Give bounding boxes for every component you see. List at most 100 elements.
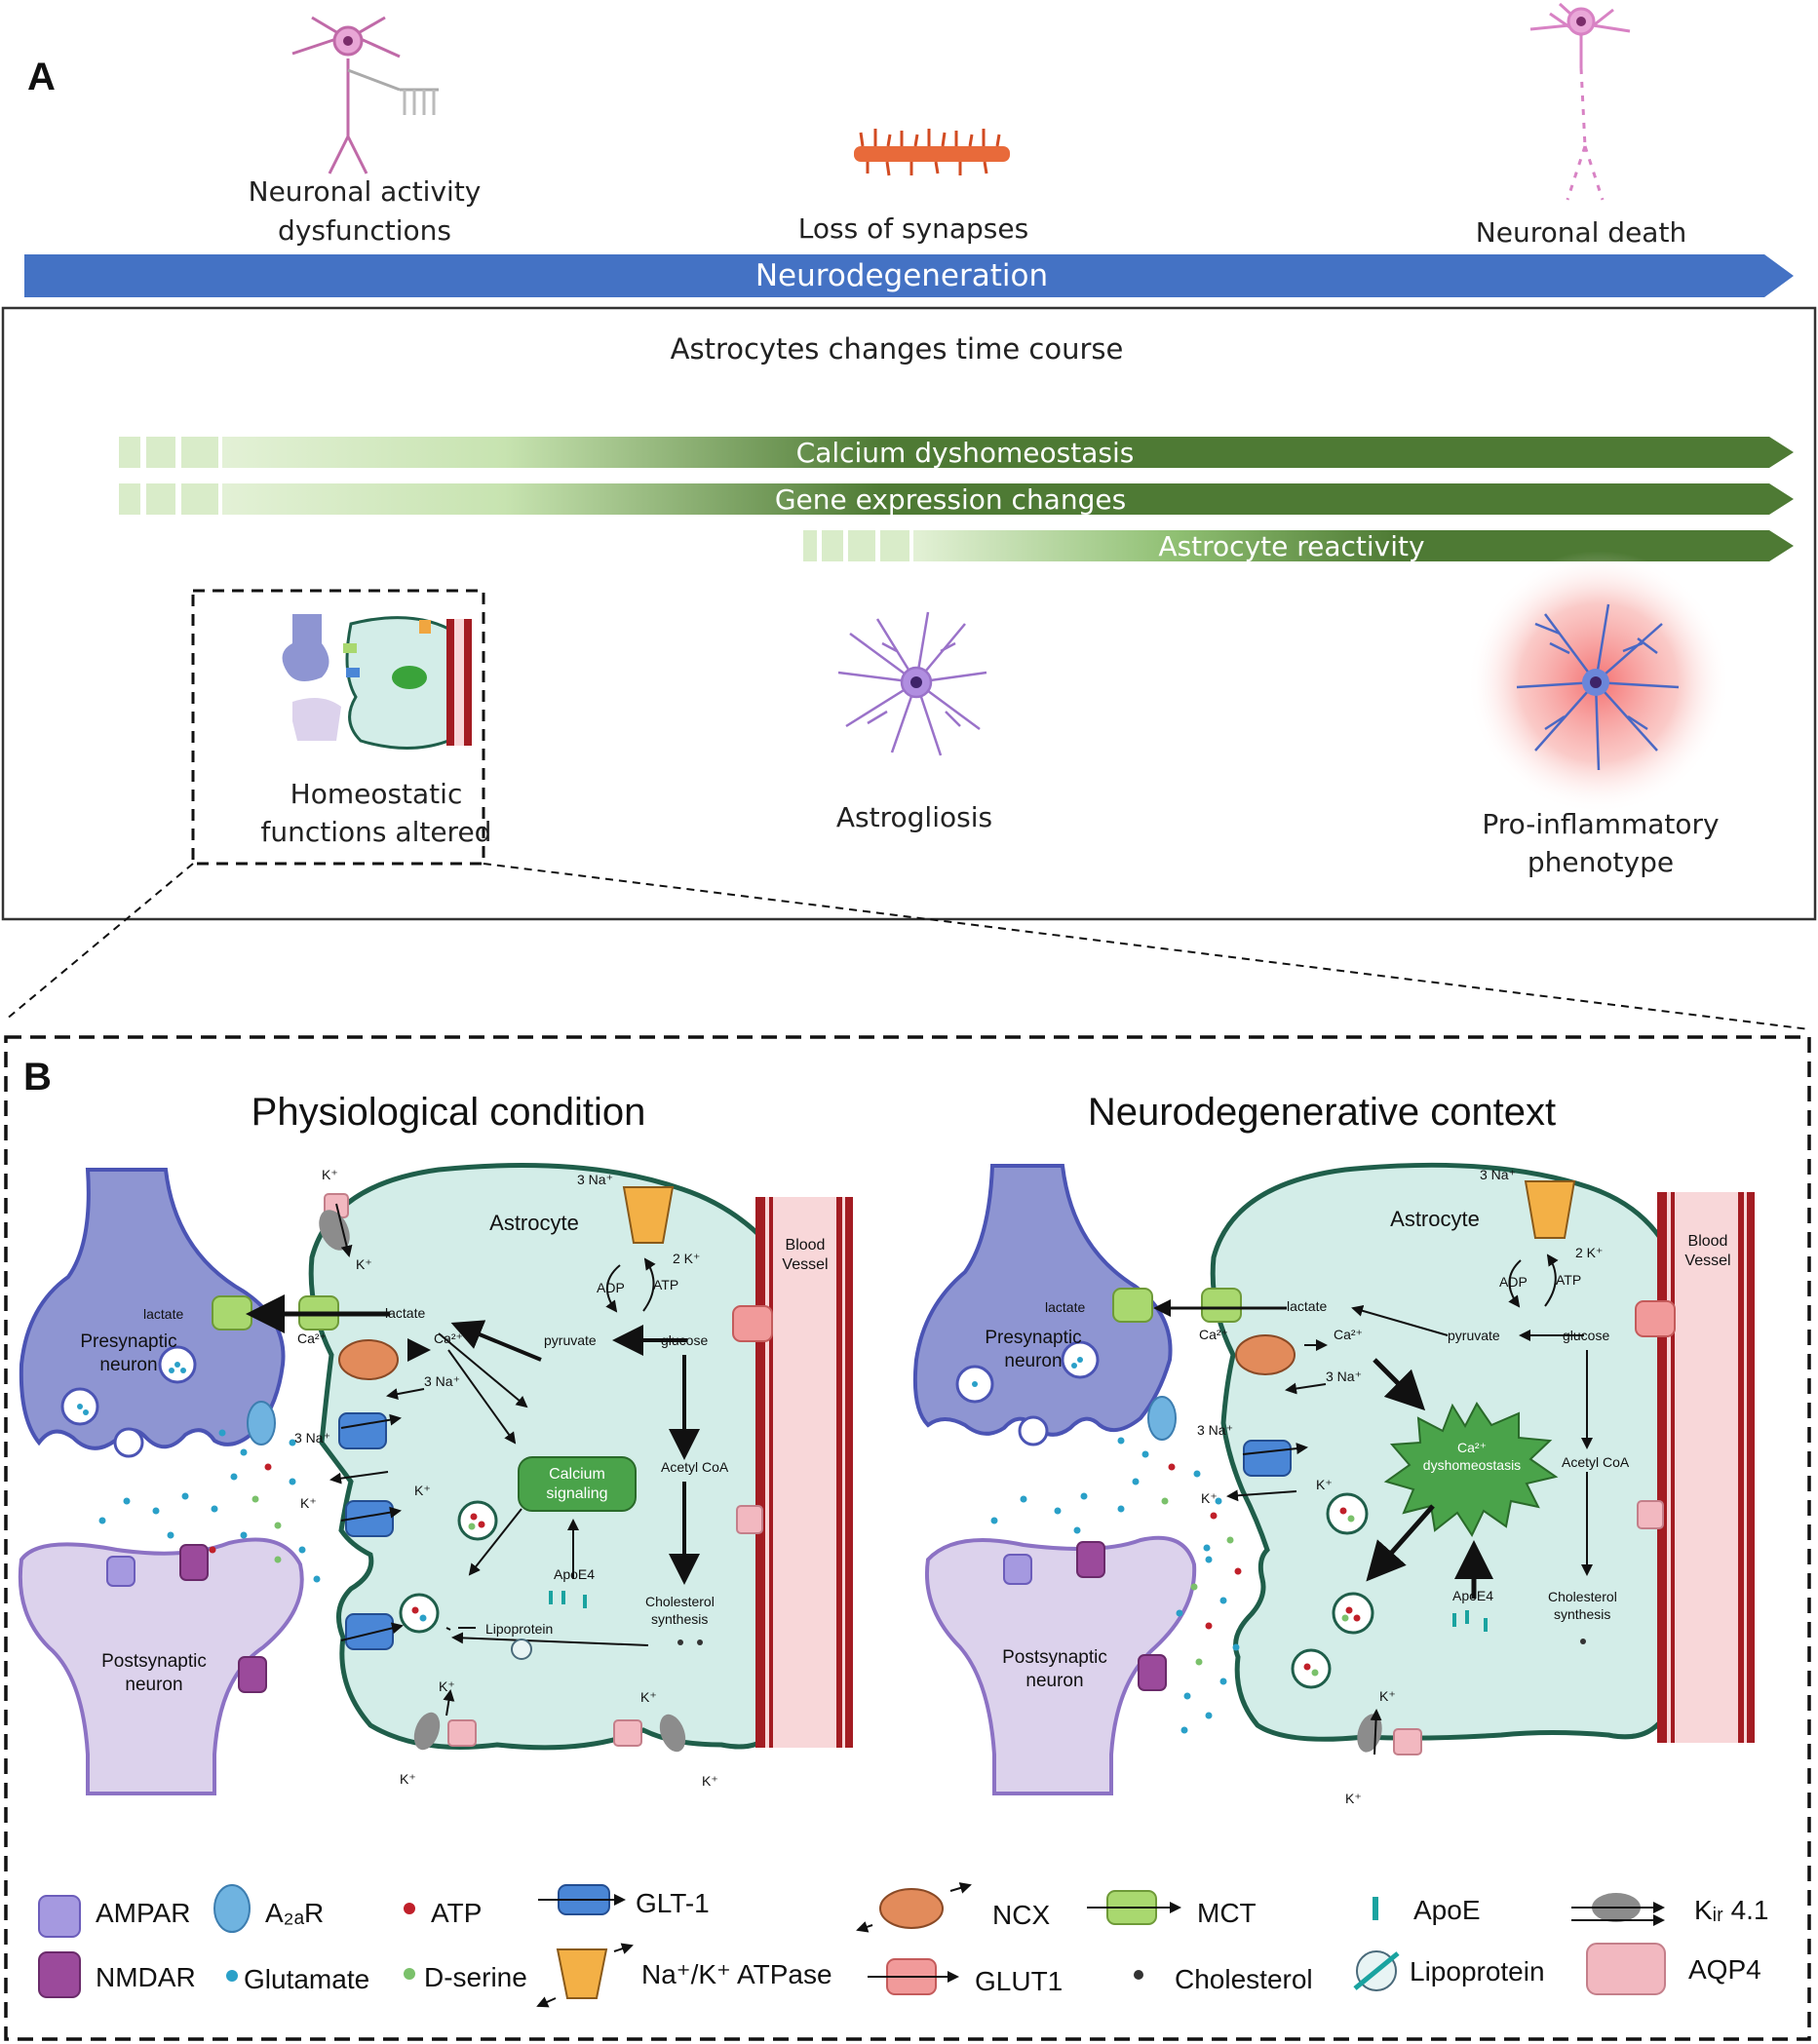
- gene-expression-arrow: [119, 483, 1794, 515]
- lipoprotein-label: Lipoprotein: [485, 1621, 553, 1637]
- apoe-legend-icon: [1373, 1897, 1378, 1920]
- atp-label-right: ATP: [1556, 1272, 1581, 1288]
- legend-dserine: D-serine: [424, 1962, 527, 1992]
- neuronal-death-icon: [1529, 2, 1631, 201]
- synaptic-cleft-particles-right: [990, 1437, 1242, 1734]
- ca-label: Ca²⁺: [297, 1331, 327, 1346]
- neuronal-activity-label-2: dysfunctions: [278, 214, 451, 247]
- astrocyte-label-right: Astrocyte: [1390, 1207, 1480, 1231]
- nmdar-receptor: [179, 1544, 209, 1581]
- legend-mct: MCT: [1197, 1898, 1257, 1928]
- astrogliosis-astrocyte-icon: [837, 611, 987, 756]
- blood-vessel-label-right-2: Vessel: [1684, 1253, 1730, 1269]
- glut1-transporter: [1635, 1300, 1676, 1337]
- calcium-signaling-label: Calcium: [549, 1466, 605, 1483]
- cholesterol-synthesis-label: Cholesterol: [645, 1594, 715, 1609]
- three-na-label-right-2: 3 Na⁺: [1326, 1369, 1362, 1384]
- legend-aqp4: AQP4: [1688, 1954, 1761, 1985]
- three-na-label: 3 Na⁺: [577, 1172, 613, 1187]
- postsynaptic-neuron-left: [18, 1537, 304, 1795]
- proinflammatory-label-2: phenotype: [1528, 846, 1674, 878]
- nmdar-receptor: [1138, 1654, 1167, 1691]
- legend-ampar: AMPAR: [96, 1898, 191, 1928]
- legend-ncx: NCX: [992, 1900, 1050, 1930]
- homeostatic-zoom-box: [191, 589, 485, 866]
- aqp4-legend-icon: [1586, 1943, 1666, 1995]
- three-na-label-2: 3 Na⁺: [424, 1373, 460, 1389]
- two-k-label-right: 2 K⁺: [1575, 1245, 1603, 1260]
- astrocyte-label-left: Astrocyte: [489, 1211, 579, 1235]
- neurodegenerative-scene: Presynaptic neuron Postsynaptic neuron A…: [912, 1162, 1755, 1806]
- glucose-label-right: glucose: [1563, 1328, 1609, 1343]
- calcium-dyshomeostasis-label: Calcium dyshomeostasis: [796, 437, 1135, 469]
- k-label-8: K⁺: [702, 1773, 718, 1789]
- legend-nmdar: NMDAR: [96, 1962, 196, 1992]
- acetyl-coa-label-right: Acetyl CoA: [1562, 1454, 1630, 1470]
- ncx-exchanger: [338, 1339, 399, 1380]
- synaptic-cleft-particles: [98, 1429, 321, 1583]
- lactate-label-astro: lactate: [385, 1305, 425, 1321]
- postsynaptic-neuron-right: [925, 1535, 1197, 1795]
- glutamate-legend-icon: [226, 1970, 238, 1982]
- homeostatic-thumbnail-icon: [282, 614, 472, 750]
- glt1-transporter: [345, 1500, 394, 1537]
- dserine-legend-icon: [404, 1968, 415, 1980]
- legend-glutamate: Glutamate: [244, 1964, 369, 1994]
- atp-label: ATP: [653, 1277, 678, 1292]
- pyruvate-label: pyruvate: [544, 1332, 597, 1348]
- gene-expression-label: Gene expression changes: [775, 483, 1126, 516]
- a2ar-receptor: [1147, 1396, 1177, 1441]
- calcium-signaling-box: [518, 1456, 637, 1512]
- panel-a-label: A: [27, 56, 56, 98]
- zoom-line-left: [5, 863, 194, 1021]
- nmdar-receptor: [1076, 1541, 1105, 1578]
- pyruvate-label-right: pyruvate: [1448, 1328, 1500, 1343]
- lactate-label-astro-right: lactate: [1287, 1298, 1327, 1314]
- mct-transporter: [212, 1295, 252, 1331]
- neurodegenerative-title: Neurodegenerative context: [1088, 1091, 1556, 1134]
- legend-a2ar: A₂ₐR: [265, 1898, 324, 1928]
- k-label-right-2: K⁺: [1201, 1490, 1218, 1506]
- cholesterol-synthesis-label-right: Cholesterol: [1548, 1589, 1617, 1604]
- ampar-receptor: [1003, 1554, 1032, 1585]
- aqp4-channel: [447, 1719, 477, 1747]
- neuronal-activity-label: Neuronal activity: [249, 175, 482, 208]
- glt1-transporter: [345, 1613, 394, 1650]
- nmdar-receptor: [238, 1656, 267, 1693]
- ca-dyshomeostasis-label-2: dyshomeostasis: [1423, 1457, 1521, 1473]
- aqp4-channel: [613, 1719, 642, 1747]
- legend-cholesterol: Cholesterol: [1175, 1964, 1313, 1994]
- k-label-right-4: K⁺: [1345, 1791, 1362, 1806]
- lactate-label-neuron: lactate: [143, 1306, 183, 1322]
- postsynaptic-label-left: Postsynaptic: [101, 1651, 207, 1672]
- ampar-legend-icon: [38, 1895, 81, 1938]
- blood-vessel-label-right: Blood: [1688, 1233, 1728, 1250]
- two-k-label: 2 K⁺: [673, 1251, 700, 1266]
- glt1-transporter: [338, 1412, 387, 1449]
- atp-legend-icon: [404, 1903, 415, 1914]
- cholesterol-synthesis-label-right-2: synthesis: [1554, 1606, 1610, 1622]
- presynaptic-label-left: Presynaptic: [80, 1331, 176, 1352]
- panel-b-box: [4, 1035, 1811, 2041]
- time-course-title: Astrocytes changes time course: [671, 332, 1124, 366]
- legend-nak-atpase: Na⁺/K⁺ ATPase: [641, 1959, 832, 1989]
- astrocyte-reactivity-label: Astrocyte reactivity: [1158, 530, 1424, 562]
- blood-vessel-label-left-2: Vessel: [782, 1256, 828, 1273]
- legend: AMPAR A₂ₐR ATP GLT-1 NCX MCT ApoE Kᵢᵣ 4.…: [38, 1882, 1769, 2008]
- kir-channel: [413, 1712, 441, 1751]
- homeostatic-label-2: functions altered: [261, 816, 492, 848]
- k-label-3: K⁺: [414, 1483, 431, 1498]
- ca-label-right-2: Ca²⁺: [1334, 1327, 1363, 1342]
- adp-label-right: ADP: [1499, 1274, 1528, 1290]
- calcium-signaling-label-2: signaling: [546, 1485, 607, 1502]
- kir-channel: [319, 1210, 350, 1251]
- ca-dyshomeostasis-label: Ca²⁺: [1457, 1440, 1487, 1455]
- ca-label-right: Ca²⁺: [1199, 1327, 1228, 1342]
- nak-atpase-legend-icon: [556, 1948, 608, 1999]
- aqp4-channel: [736, 1505, 763, 1534]
- neurodegeneration-label: Neurodegeneration: [755, 258, 1048, 293]
- proinflammatory-label: Pro-inflammatory: [1482, 808, 1719, 840]
- k-label-4: K⁺: [300, 1495, 317, 1511]
- physiological-title: Physiological condition: [251, 1091, 646, 1134]
